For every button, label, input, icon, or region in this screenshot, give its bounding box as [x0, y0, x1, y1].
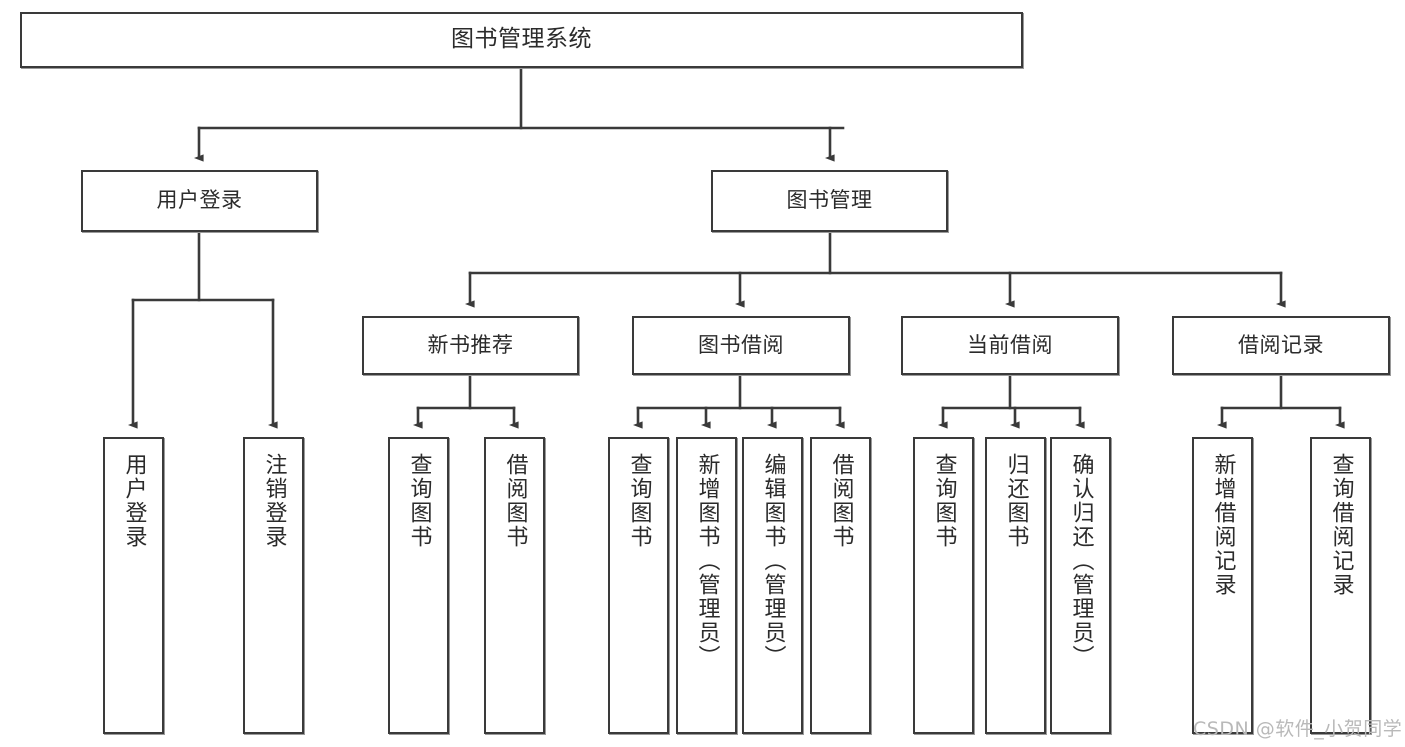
node-label: 新书推荐 — [427, 332, 514, 357]
node-label: 用户登录 — [156, 188, 243, 213]
node-leaf-query-book-1[interactable]: 查询图书 — [388, 437, 449, 734]
node-label: 查询图书 — [626, 453, 652, 549]
node-leaf-confirm-return[interactable]: 确认归还（管理员） — [1050, 437, 1111, 734]
node-label: 新增借阅记录 — [1210, 453, 1236, 597]
node-label: 借阅图书 — [502, 453, 528, 549]
node-borrow-record[interactable]: 借阅记录 — [1172, 316, 1390, 375]
node-current-borrow[interactable]: 当前借阅 — [901, 316, 1119, 375]
node-label: 图书借阅 — [698, 332, 784, 357]
node-leaf-logout[interactable]: 注销登录 — [243, 437, 304, 734]
node-label: 图书管理 — [786, 188, 873, 213]
node-leaf-add-record[interactable]: 新增借阅记录 — [1192, 437, 1253, 734]
node-label: 查询图书 — [406, 453, 432, 549]
node-label: 查询图书 — [931, 453, 957, 549]
node-label: 注销登录 — [261, 453, 287, 549]
node-label: 借阅记录 — [1238, 332, 1324, 357]
node-label: 编辑图书（管理员） — [760, 453, 786, 669]
node-label: 图书管理系统 — [451, 26, 592, 53]
node-book-borrow[interactable]: 图书借阅 — [632, 316, 850, 375]
node-user-login[interactable]: 用户登录 — [81, 170, 318, 232]
node-leaf-return-book[interactable]: 归还图书 — [985, 437, 1046, 734]
node-label: 当前借阅 — [967, 332, 1053, 357]
node-leaf-user-login[interactable]: 用户登录 — [103, 437, 164, 734]
node-book-manage[interactable]: 图书管理 — [711, 170, 948, 232]
node-leaf-query-book-3[interactable]: 查询图书 — [913, 437, 974, 734]
node-leaf-query-record[interactable]: 查询借阅记录 — [1310, 437, 1371, 734]
node-label: 确认归还（管理员） — [1068, 453, 1094, 669]
node-label: 用户登录 — [121, 453, 147, 549]
node-leaf-edit-book[interactable]: 编辑图书（管理员） — [742, 437, 803, 734]
node-new-book-rec[interactable]: 新书推荐 — [362, 316, 579, 375]
node-leaf-borrow-book-1[interactable]: 借阅图书 — [484, 437, 545, 734]
node-label: 查询借阅记录 — [1328, 453, 1354, 597]
node-root-title[interactable]: 图书管理系统 — [20, 12, 1023, 68]
node-leaf-query-book-2[interactable]: 查询图书 — [608, 437, 669, 734]
node-leaf-add-book[interactable]: 新增图书（管理员） — [676, 437, 737, 734]
node-label: 新增图书（管理员） — [694, 453, 720, 669]
node-leaf-borrow-book-2[interactable]: 借阅图书 — [810, 437, 871, 734]
node-label: 归还图书 — [1003, 453, 1029, 549]
node-label: 借阅图书 — [828, 453, 854, 549]
